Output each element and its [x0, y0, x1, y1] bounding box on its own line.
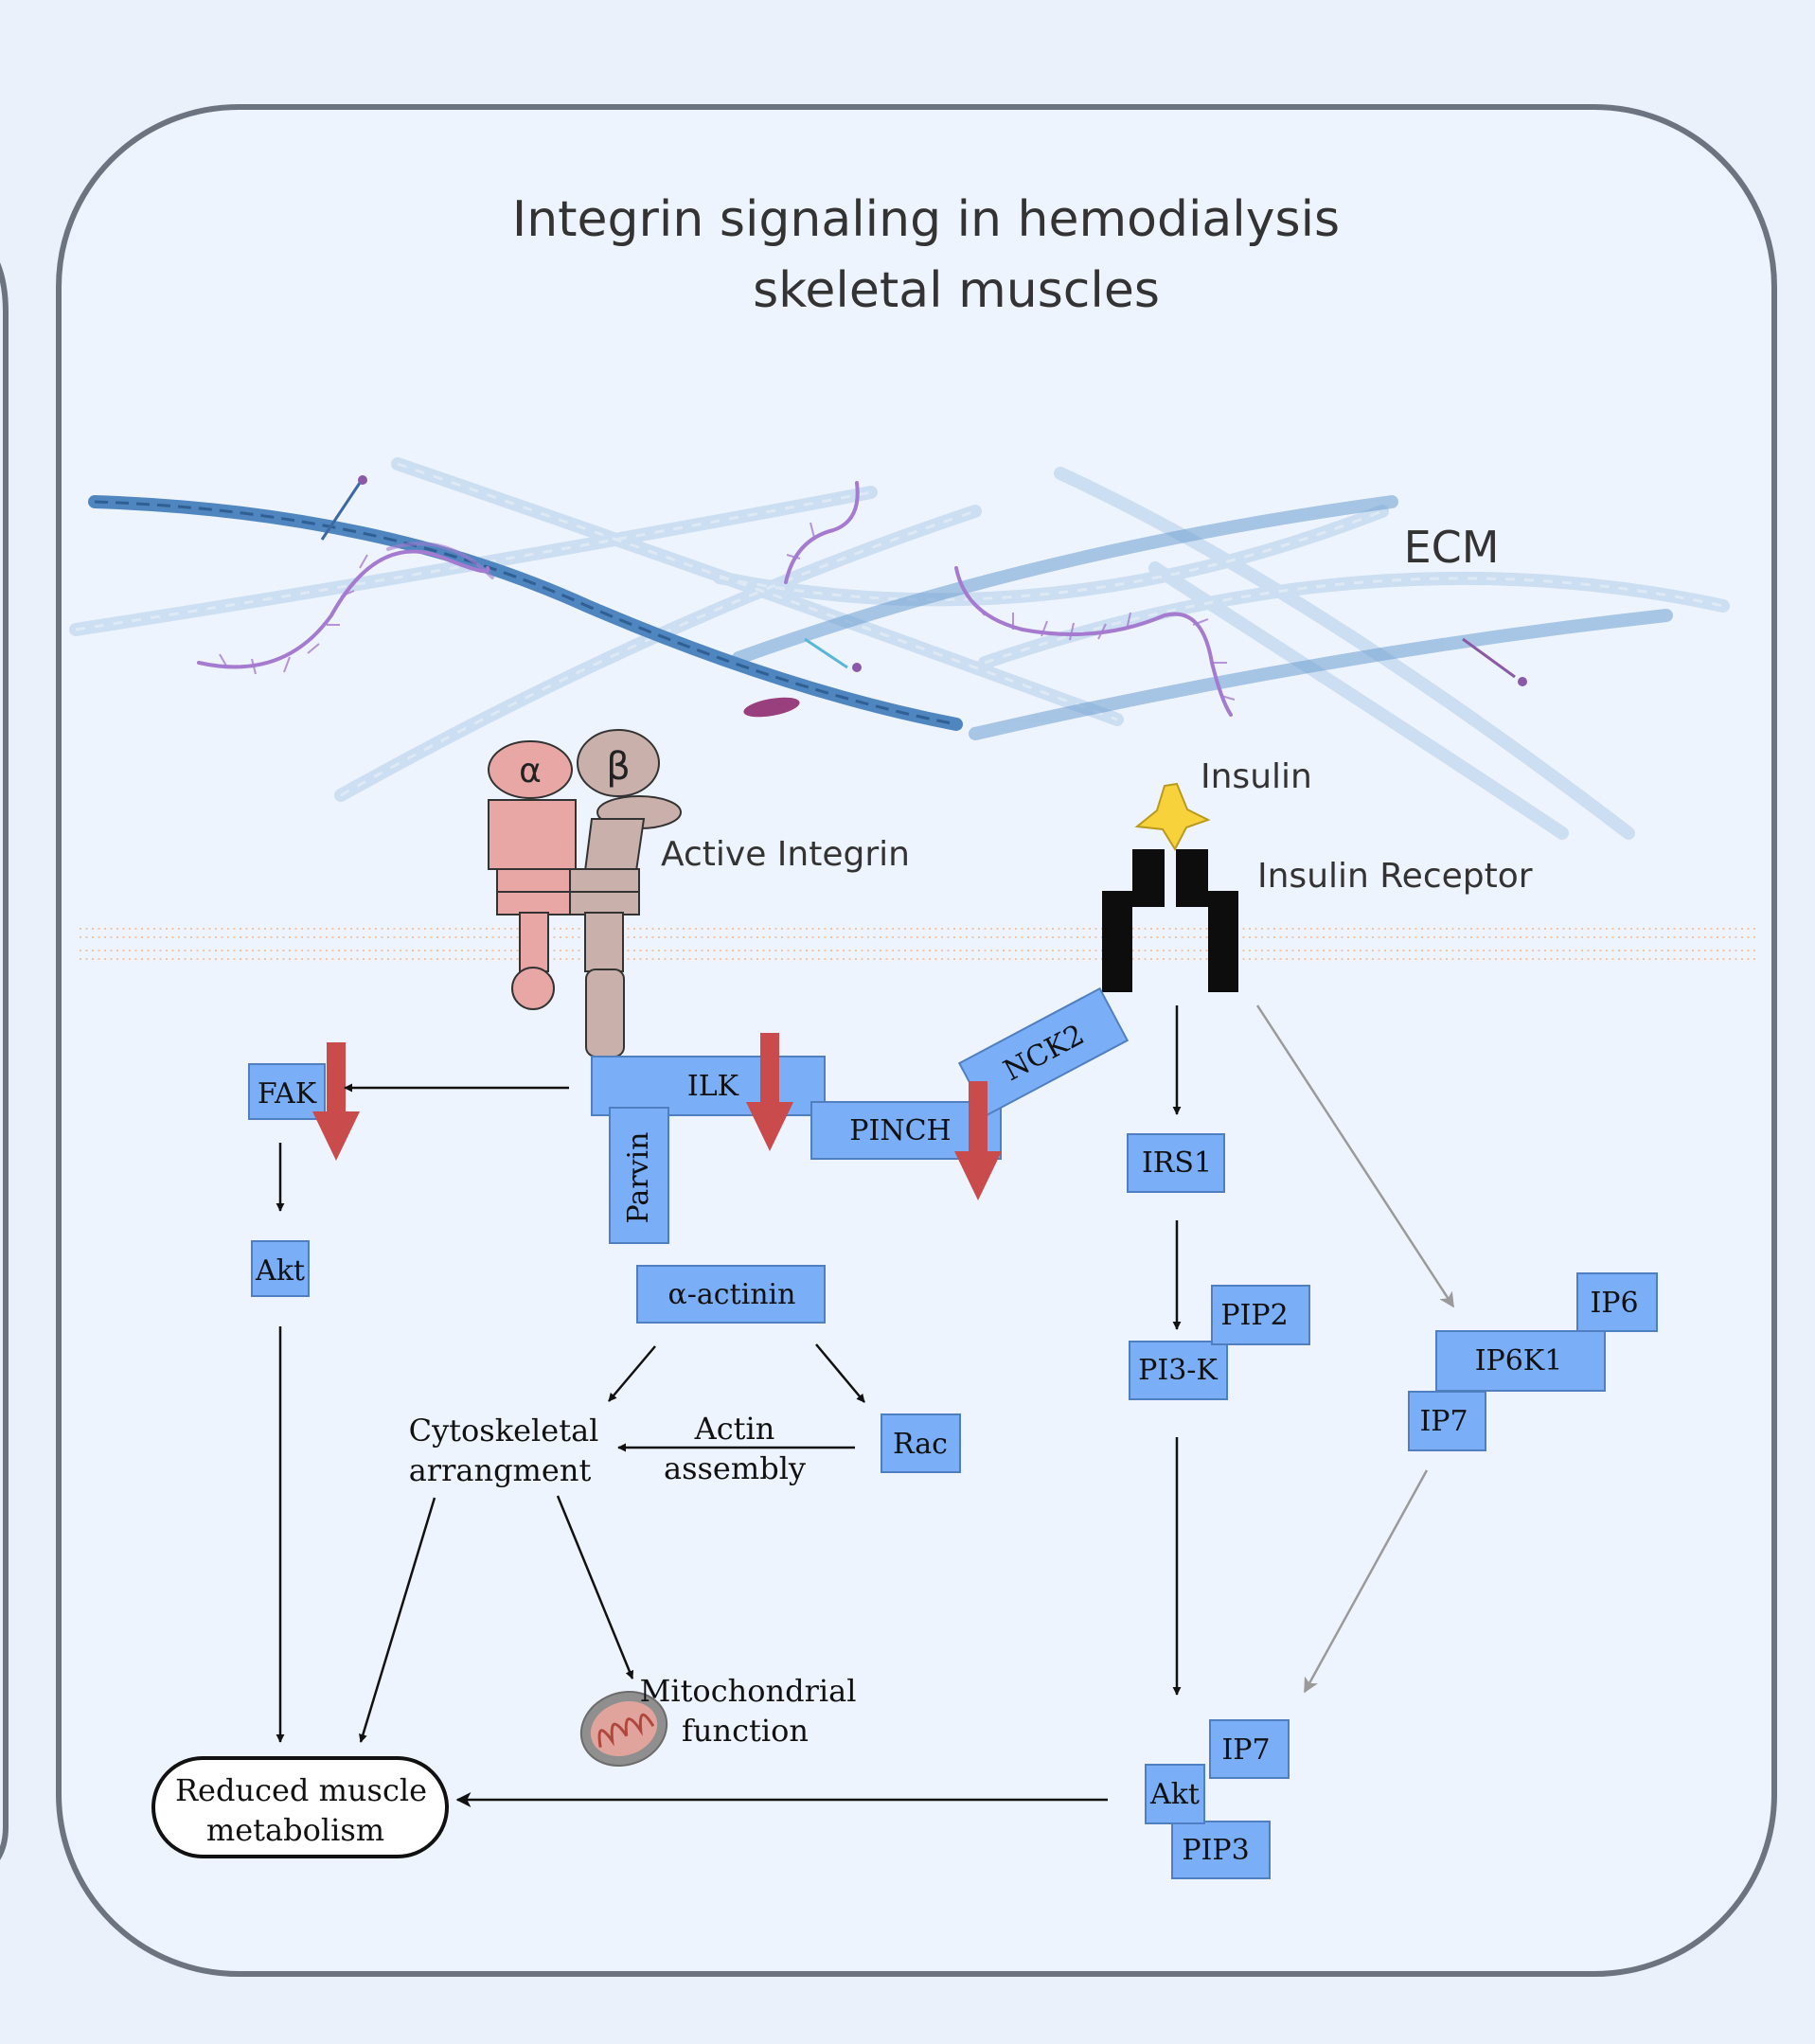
- protein-ip7-right: IP7: [1408, 1391, 1486, 1451]
- arrow-actinin-to-rac: [815, 1343, 865, 1403]
- ecm-label: ECM: [1404, 522, 1500, 573]
- ip6k1-label: IP6K1: [1475, 1344, 1563, 1377]
- beta-label: β: [606, 745, 631, 789]
- beta-subunit: β: [567, 729, 682, 1058]
- ilk-label: ILK: [687, 1070, 739, 1103]
- ecm-protein-fragment: [743, 697, 800, 718]
- arrow-cytoskeletal-to-reduced-metabolism: [359, 1497, 436, 1743]
- fibronectin-crosslinks: [320, 475, 1527, 686]
- alpha-subunit: α: [488, 740, 577, 1010]
- protein-fak: FAK: [248, 1063, 326, 1120]
- reduced-muscle-metabolism-node: Reduced muscle metabolism: [151, 1756, 449, 1858]
- active-integrin-label: Active Integrin: [661, 835, 910, 874]
- previous-panel-edge: [0, 262, 9, 1860]
- insulin-receptor-icon: [1102, 849, 1238, 992]
- ip6-label: IP6: [1590, 1287, 1638, 1320]
- protein-alpha-actinin: α-actinin: [636, 1265, 826, 1324]
- cytoskeletal-label-2: arrangment: [409, 1452, 592, 1488]
- mitochondrial-label-2: function: [682, 1713, 809, 1749]
- insulin-label: Insulin: [1201, 757, 1312, 796]
- insulin-receptor-label: Insulin Receptor: [1257, 857, 1533, 896]
- irs1-label: IRS1: [1142, 1146, 1212, 1180]
- pip3-label: PIP3: [1182, 1834, 1249, 1867]
- fak-label: FAK: [258, 1077, 317, 1111]
- insulin-star-icon: [1134, 782, 1211, 852]
- ip7-bottom-label: IP7: [1221, 1733, 1270, 1767]
- extracellular-matrix: [69, 457, 1730, 840]
- actin-assembly-label-1: Actin: [694, 1411, 775, 1447]
- proteoglycans: [197, 481, 1233, 717]
- alpha-actinin-label: α-actinin: [668, 1278, 796, 1311]
- alpha-label: α: [519, 752, 542, 791]
- parvin-label: Parvin: [622, 1132, 655, 1224]
- arrow-ip7-to-akt: [1303, 1469, 1429, 1694]
- arrow-actinin-to-cytoskeletal: [608, 1345, 656, 1402]
- ip7-right-label: IP7: [1419, 1405, 1468, 1438]
- protein-pi3k: PI3-K: [1129, 1341, 1228, 1400]
- mitochondrion-icon: [579, 1690, 668, 1768]
- protein-pip3: PIP3: [1171, 1821, 1271, 1879]
- fak-downregulated-arrow: [312, 1042, 360, 1161]
- arrow-cytoskeletal-to-mitochondria: [556, 1495, 634, 1680]
- title-line2: skeletal muscles: [753, 262, 1160, 319]
- protein-akt-left: Akt: [251, 1240, 310, 1297]
- protein-ip6: IP6: [1576, 1272, 1658, 1332]
- arrow-receptor-to-ip6k1: [1255, 1004, 1455, 1308]
- ilk-downregulated-arrow: [746, 1033, 793, 1151]
- active-integrin: β α: [488, 729, 682, 1058]
- protein-ip6k1: IP6K1: [1435, 1330, 1606, 1392]
- pinch-label: PINCH: [849, 1114, 951, 1147]
- title-line1: Integrin signaling in hemodialysis: [512, 191, 1340, 248]
- cytoskeletal-label-1: Cytoskeletal: [409, 1413, 599, 1449]
- protein-akt-bottom: Akt: [1145, 1764, 1205, 1824]
- akt-bottom-label: Akt: [1149, 1778, 1200, 1811]
- pip2-label: PIP2: [1220, 1299, 1288, 1332]
- protein-parvin: Parvin: [609, 1107, 669, 1244]
- mitochondrial-label-1: Mitochondrial: [640, 1673, 857, 1709]
- protein-ip7-bottom: IP7: [1209, 1719, 1290, 1779]
- reduced-label-2: metabolism: [206, 1812, 384, 1848]
- reduced-label-1: Reduced muscle: [175, 1772, 427, 1808]
- actin-assembly-label-2: assembly: [664, 1450, 806, 1486]
- cell-membrane: [80, 912, 1755, 1017]
- protein-pip2: PIP2: [1211, 1285, 1310, 1345]
- rac-label: Rac: [893, 1428, 948, 1461]
- akt-left-label: Akt: [255, 1254, 305, 1288]
- protein-rac: Rac: [881, 1413, 961, 1473]
- diagram-panel: [56, 104, 1777, 1977]
- pinch-downregulated-arrow: [954, 1081, 1002, 1200]
- pi3k-label: PI3-K: [1138, 1354, 1218, 1387]
- protein-irs1: IRS1: [1127, 1133, 1225, 1193]
